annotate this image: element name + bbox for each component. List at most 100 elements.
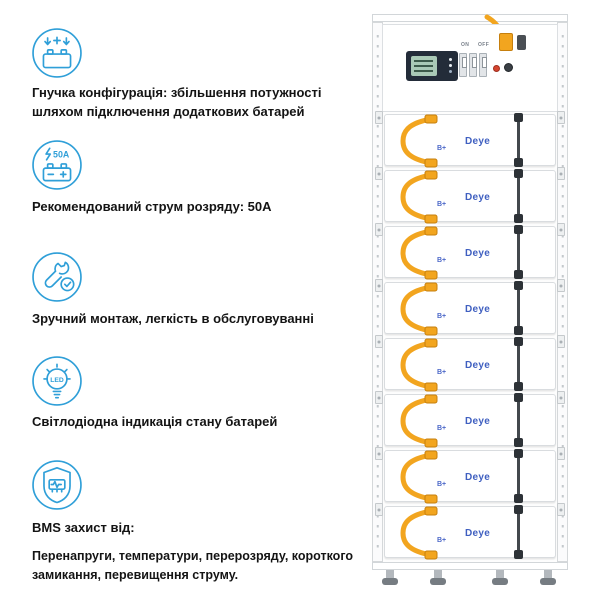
feature-text-5: BMS захист від: [32,520,135,535]
bms-details-text: Перенапруги, температури, перерозряду, к… [32,549,353,582]
mounting-bracket [557,111,565,124]
battery-jumper-cable [400,282,438,336]
breaker-switches [459,53,487,77]
lcd-screen [411,56,437,76]
power-button [504,63,513,72]
cable-connector [514,225,523,234]
icon-label-50a: 50A [53,150,70,160]
brand-label: Deye [465,248,491,259]
bms-shield-icon [32,460,82,510]
battery-module-stack: B+ Deye B+ Deye [375,111,565,562]
terminal-label: B+ [437,145,447,152]
brand-label: Deye [465,360,491,371]
battery-jumper-cable [400,450,438,504]
terminal-label: B+ [437,257,447,264]
cable-connector [514,270,523,279]
leveling-foot [492,570,508,585]
cable-connector [514,169,523,178]
red-button [493,65,500,72]
cable-connector [514,158,523,167]
battery-module: B+ Deye [375,503,565,560]
on-label: ON [461,42,470,48]
brand-label: Deye [465,472,491,483]
cable-connector [514,113,523,122]
terminal-label: B+ [437,313,447,320]
feature-text-2: Рекомендований струм розряду: 50А [32,199,272,214]
mounting-bracket [375,223,383,236]
cabinet-top-plate [372,14,568,22]
brand-label: Deye [465,304,491,315]
cable-connector [514,337,523,346]
breaker-switch [459,53,467,77]
battery-module: B+ Deye [375,447,565,504]
brand-label: Deye [465,528,491,539]
cabinet-base [372,562,568,570]
comm-cable [514,393,523,447]
cable-connector [514,438,523,447]
cable-connector [514,505,523,514]
mounting-bracket [375,447,383,460]
battery-jumper-cable [400,114,438,168]
battery-jumper-cable [400,226,438,280]
leveling-foot [540,570,556,585]
terminal-label: B+ [437,201,447,208]
cable-connector [514,393,523,402]
cable-connector [514,214,523,223]
mounting-bracket [375,391,383,404]
display-screen [406,51,458,81]
mounting-bracket [557,279,565,292]
cable-connector [514,281,523,290]
yellow-connector [499,33,513,51]
terminal-label: B+ [437,425,447,432]
comm-cable [514,281,523,335]
battery-jumper-cable [400,506,438,560]
breaker-switch [479,53,487,77]
battery-add-icon [32,28,82,78]
battery-jumper-cable [400,170,438,224]
mounting-bracket [557,503,565,516]
comm-cable [514,225,523,279]
battery-module: B+ Deye [375,167,565,224]
mounting-bracket [375,167,383,180]
mounting-bracket [375,279,383,292]
brand-label: Deye [465,192,491,203]
feature-text-1: Гнучка конфігурація: збільшення потужнос… [32,85,322,119]
control-panel: ON OFF [382,24,558,112]
mounting-bracket [375,335,383,348]
battery-module: B+ Deye [375,335,565,392]
breaker-switch [469,53,477,77]
leveling-foot [382,570,398,585]
battery-module: B+ Deye [375,391,565,448]
mounting-bracket [557,223,565,236]
off-label: OFF [478,42,490,48]
cable-connector [514,326,523,335]
mounting-bracket [557,335,565,348]
rack-rail-right [557,22,568,562]
cable-connector [514,550,523,559]
brand-label: Deye [465,416,491,427]
mounting-bracket [375,503,383,516]
comm-cable [514,449,523,503]
mounting-bracket [557,391,565,404]
mounting-bracket [557,447,565,460]
comm-cable [514,505,523,559]
icon-label-led: LED [50,377,64,384]
mounting-bracket [375,111,383,124]
comm-cable [514,169,523,223]
terminal-label: B+ [437,369,447,376]
terminal-label: B+ [437,537,447,544]
battery-jumper-cable [400,338,438,392]
comm-cable [514,113,523,167]
terminal-label: B+ [437,481,447,488]
feature-text-4: Світлодіодна індикація стану батарей [32,414,278,429]
mounting-bracket [557,167,565,180]
feature-text-3: Зручний монтаж, легкість в обслуговуванн… [32,311,314,326]
cable-connector [514,449,523,458]
leveling-foot [430,570,446,585]
rack-rail-left [372,22,383,562]
led-bulb-icon: LED [32,356,82,406]
battery-jumper-cable [400,394,438,448]
cable-connector [514,494,523,503]
cable-connector [514,382,523,391]
battery-module: B+ Deye [375,111,565,168]
